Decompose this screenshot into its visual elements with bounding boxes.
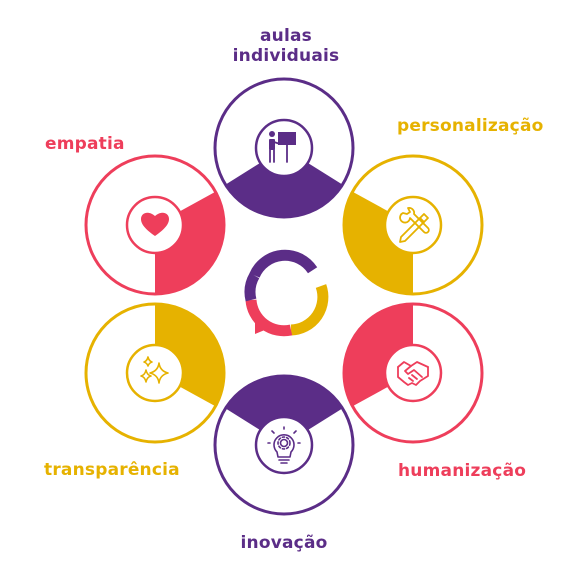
label-empatia: empatia — [45, 134, 125, 154]
node-aulas-individuais — [213, 77, 355, 219]
chat-ring-icon — [244, 249, 329, 337]
node-inovacao — [213, 374, 355, 516]
heart-icon — [141, 212, 169, 236]
label-transparencia: transparência — [44, 460, 180, 480]
sparkles-icon — [140, 356, 169, 384]
lightbulb-gear-icon — [267, 426, 301, 464]
label-inovacao: inovação — [240, 533, 328, 553]
handshake-icon — [397, 361, 429, 386]
node-personalizacao — [342, 154, 484, 296]
label-humanizacao: humanização — [398, 461, 527, 481]
node-empatia — [84, 154, 226, 296]
node-humanizacao — [342, 302, 484, 444]
label-aulas-individuais: aulas individuais — [232, 26, 340, 66]
tools-icon — [399, 207, 430, 243]
teacher-board-icon — [269, 131, 296, 163]
node-transparencia — [84, 302, 226, 444]
label-personalizacao: personalização — [397, 116, 544, 136]
